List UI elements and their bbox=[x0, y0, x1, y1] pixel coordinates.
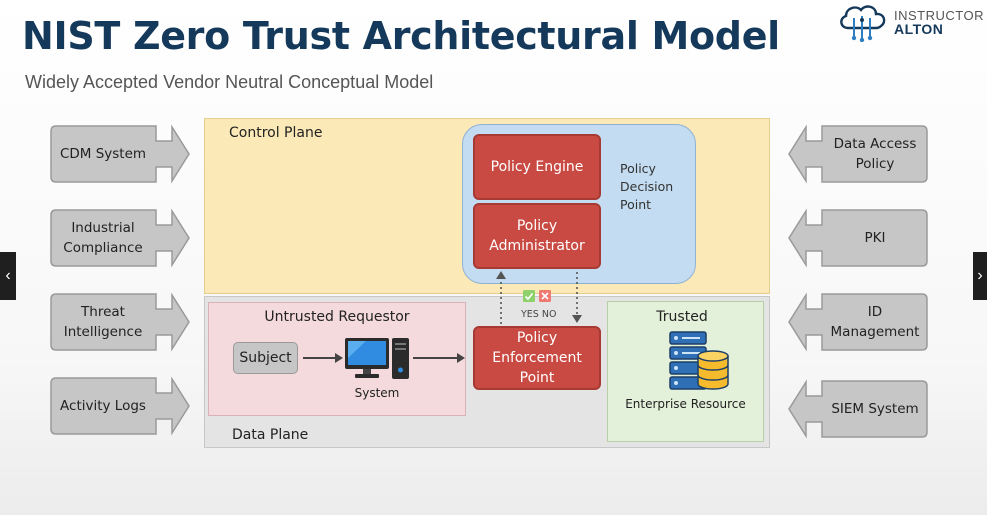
left-input-activity-logs: Activity Logs bbox=[50, 376, 190, 436]
left-arrow-shape bbox=[788, 379, 928, 439]
left-arrow-shape bbox=[788, 208, 928, 268]
desktop-computer-icon bbox=[345, 338, 409, 379]
chevron-left-icon: ‹ bbox=[5, 267, 11, 284]
right-input-data-access-policy: Data Access Policy bbox=[788, 124, 928, 184]
subject-to-system-arrow bbox=[303, 353, 343, 363]
instructor-logo: INSTRUCTOR ALTON bbox=[836, 2, 984, 42]
policy-enforcement-point: Policy Enforcement Point bbox=[473, 326, 601, 390]
data-plane-label: Data Plane bbox=[232, 427, 309, 443]
right-arrow-shape bbox=[50, 292, 190, 352]
cloud-circuit-icon bbox=[840, 5, 886, 42]
logo-line-2: ALTON bbox=[894, 21, 944, 37]
x-icon bbox=[539, 290, 551, 302]
left-arrow-shape bbox=[788, 124, 928, 184]
left-input-label: Threat Intelligence bbox=[63, 304, 143, 340]
policy-administrator: Policy Administrator bbox=[473, 203, 601, 269]
untrusted-requestor-title: Untrusted Requestor bbox=[264, 309, 410, 325]
system-to-pep-arrow bbox=[413, 353, 465, 363]
trusted-title: Trusted bbox=[656, 309, 708, 325]
left-input-threat-intelligence: Threat Intelligence bbox=[50, 292, 190, 352]
right-arrow-shape bbox=[50, 208, 190, 268]
right-arrow-shape bbox=[50, 124, 190, 184]
yes-label: YES bbox=[521, 309, 539, 320]
right-input-label: Data Access Policy bbox=[833, 136, 917, 172]
right-arrow-shape bbox=[50, 376, 190, 436]
policy-engine: Policy Engine bbox=[473, 134, 601, 200]
logo-line-1: INSTRUCTOR bbox=[894, 8, 984, 23]
left-input-label: CDM System bbox=[59, 146, 147, 162]
yes-no-label: YES NO bbox=[521, 309, 556, 320]
system-caption: System bbox=[354, 386, 400, 400]
server-database-icon bbox=[669, 331, 729, 390]
subject-box: Subject bbox=[233, 342, 298, 374]
right-input-siem-system: SIEM System bbox=[788, 379, 928, 439]
right-input-id-management: ID Management bbox=[788, 292, 928, 352]
left-input-cdm-system: CDM System bbox=[50, 124, 190, 184]
next-slide-button[interactable]: › bbox=[973, 252, 987, 300]
left-arrow-shape bbox=[788, 292, 928, 352]
left-input-label: Activity Logs bbox=[60, 398, 146, 414]
left-input-label: Industrial Compliance bbox=[63, 220, 143, 256]
previous-slide-button[interactable]: ‹ bbox=[0, 252, 16, 300]
right-input-label: ID Management bbox=[830, 304, 920, 340]
policy-decision-point-label: Policy Decision Point bbox=[620, 161, 674, 212]
right-input-pki: PKI bbox=[788, 208, 928, 268]
no-label: NO bbox=[541, 309, 557, 320]
right-input-label: SIEM System bbox=[831, 401, 919, 417]
control-plane-label: Control Plane bbox=[229, 125, 323, 141]
enterprise-resource-caption: Enterprise Resource bbox=[625, 397, 746, 411]
chevron-right-icon: › bbox=[977, 267, 983, 284]
check-icon bbox=[523, 290, 535, 302]
page-subtitle: Widely Accepted Vendor Neutral Conceptua… bbox=[25, 72, 434, 92]
decision-arrows bbox=[496, 271, 582, 324]
right-input-label: PKI bbox=[864, 230, 886, 246]
left-input-industrial-compliance: Industrial Compliance bbox=[50, 208, 190, 268]
page-title: NIST Zero Trust Architectural Model bbox=[22, 14, 780, 58]
